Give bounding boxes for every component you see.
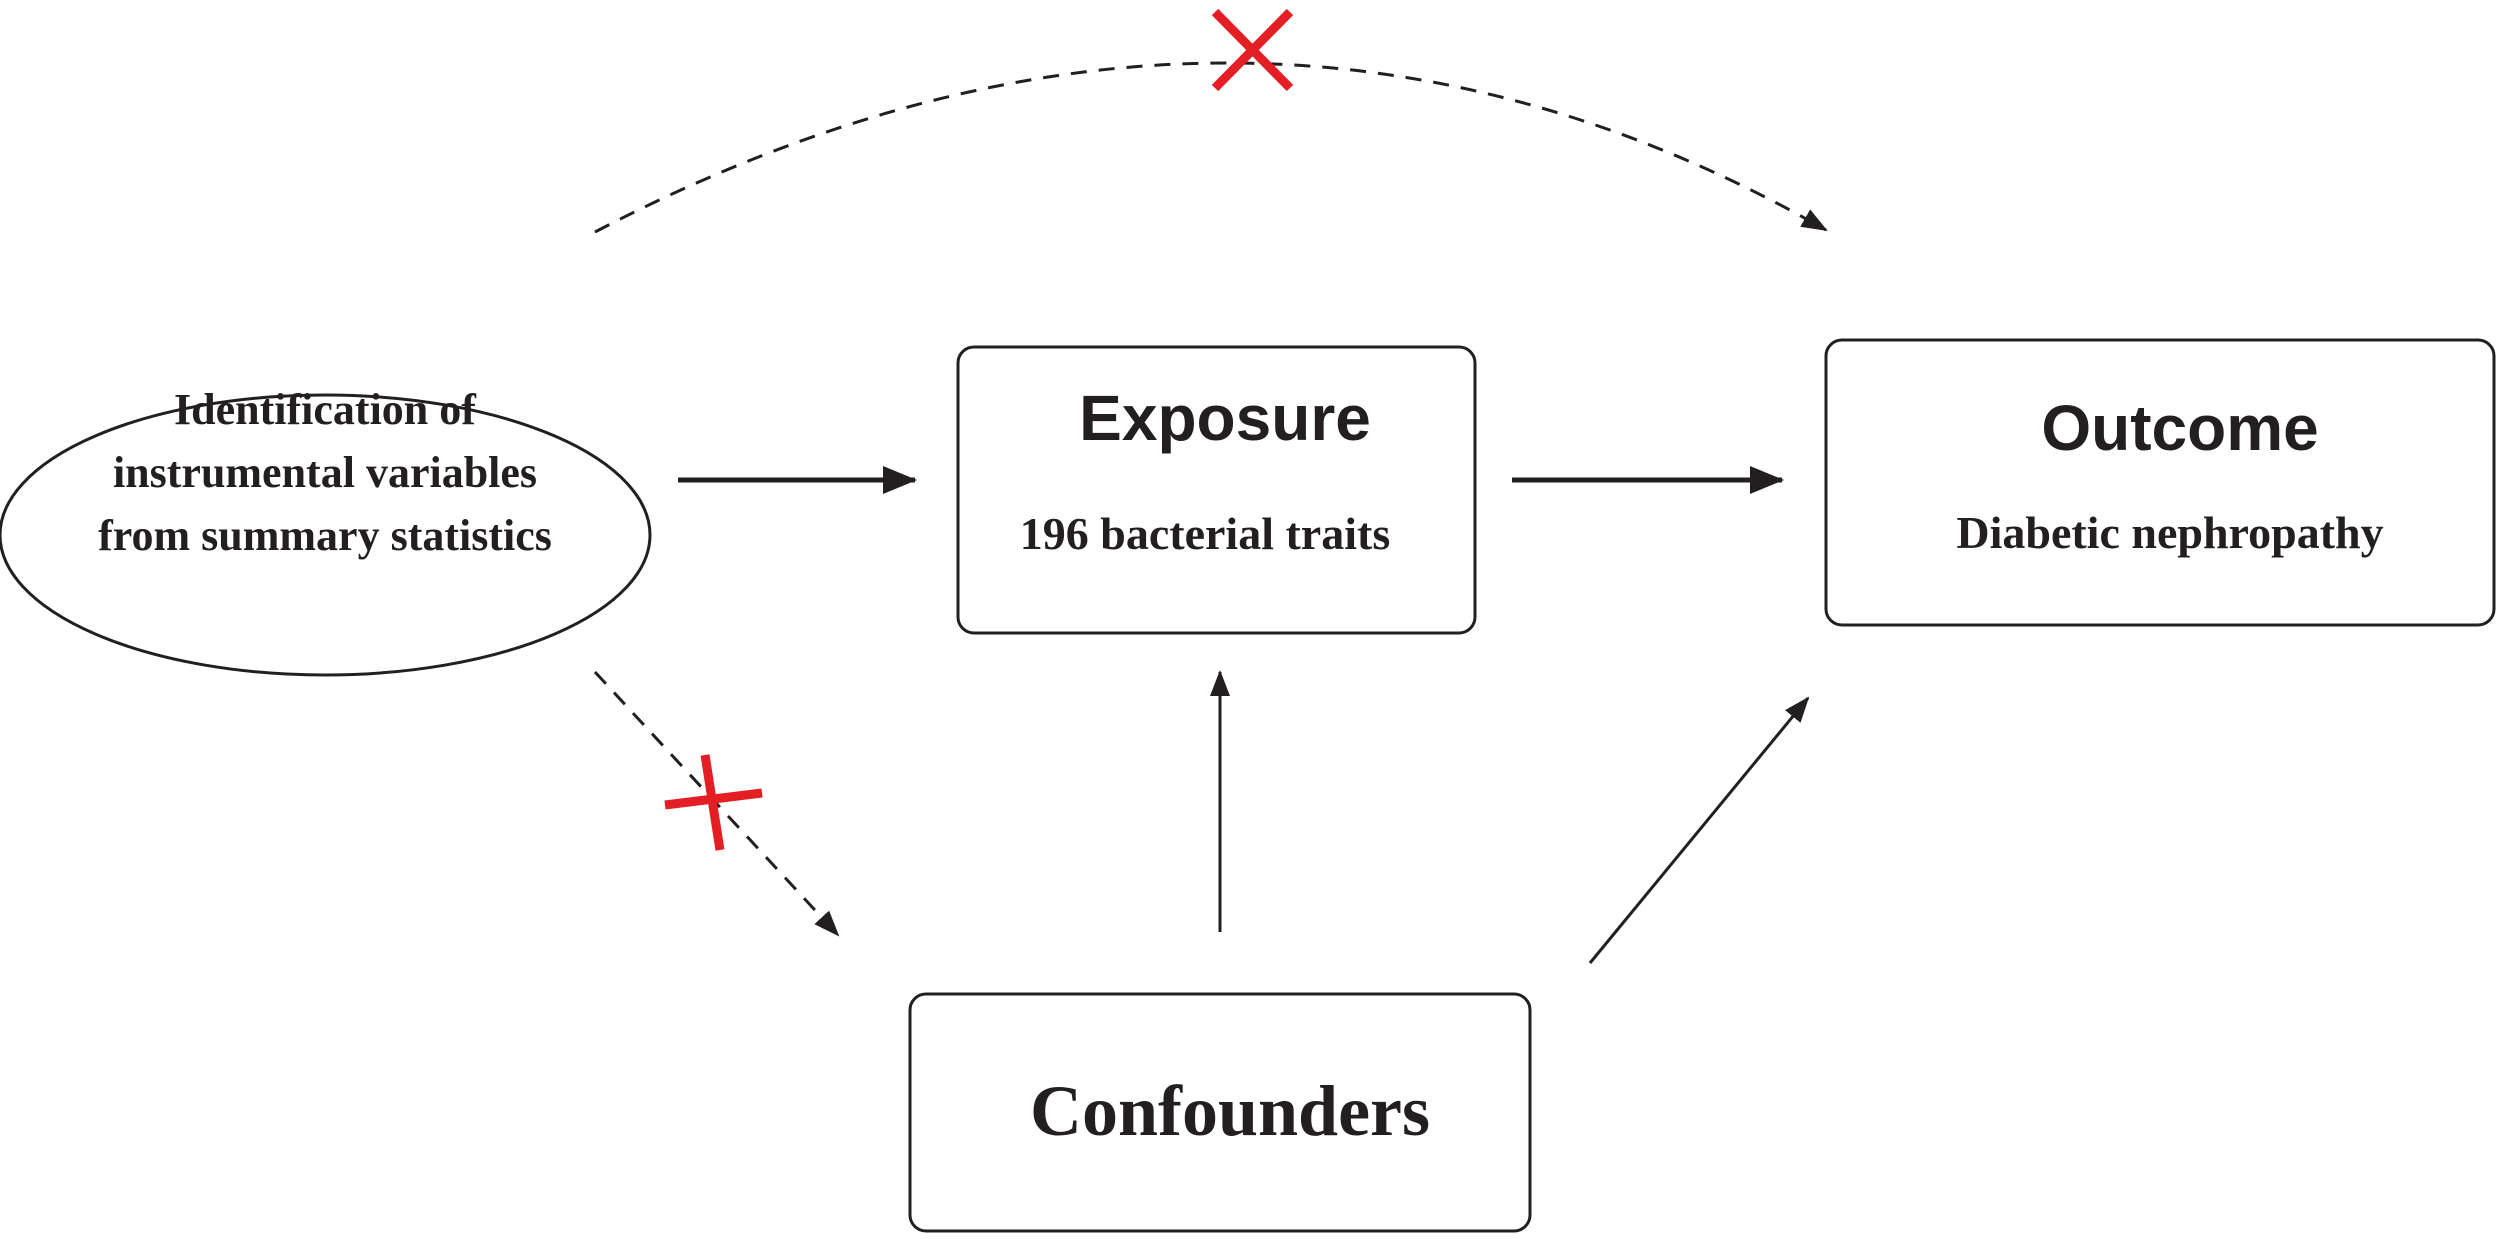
dashed-arrow-instruments-to-outcome (594, 61, 1828, 234)
exposure-title: Exposure (1079, 382, 1371, 454)
confounders-node: Confounders (908, 992, 1532, 1233)
cross-mark-left-icon (664, 754, 763, 851)
instruments-line-2: instrumental variables (113, 448, 537, 497)
outcome-subtitle: Diabetic nephropathy (1956, 507, 2383, 558)
exposure-subtitle: 196 bacterial traits (1020, 508, 1390, 559)
cross-mark-top-icon (1211, 8, 1294, 92)
arrow-confounders-to-outcome (1588, 696, 1810, 964)
instruments-line-1: Identification of (174, 385, 477, 434)
outcome-node: Outcome Diabetic nephropathy (1824, 338, 2496, 627)
confounders-title: Confounders (1030, 1071, 1430, 1151)
instruments-line-3: from summary statistics (98, 511, 552, 560)
exposure-node: Exposure 196 bacterial traits (956, 345, 1477, 635)
instruments-node: Identification of instrumental variables… (0, 385, 652, 677)
outcome-title: Outcome (2041, 392, 2318, 464)
